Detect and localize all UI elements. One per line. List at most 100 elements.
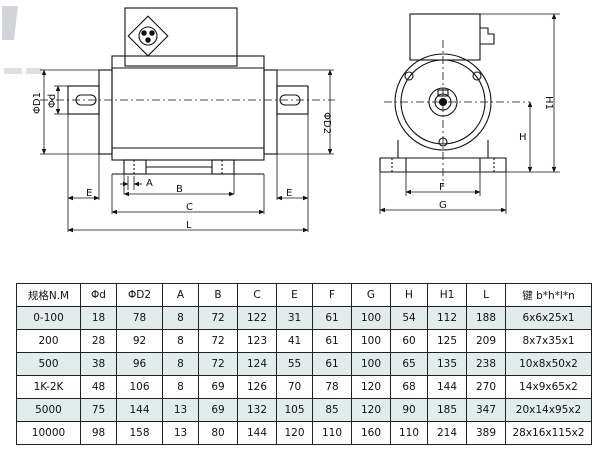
table-cell: 110 <box>312 421 352 445</box>
table-cell: 61 <box>312 352 352 376</box>
label-phi-d: Φd <box>47 94 58 108</box>
table-cell: 144 <box>237 421 277 445</box>
table-cell: 6x6x25x1 <box>505 306 592 330</box>
table-cell: 144 <box>116 398 163 422</box>
table-cell: 61 <box>312 306 352 330</box>
table-cell: 126 <box>237 375 277 399</box>
table-cell: 347 <box>466 398 506 422</box>
technical-drawing: ΦD1 Φd ΦD2 A B E E C L <box>2 6 560 233</box>
table-cell: Φd <box>80 283 117 307</box>
table-cell: 5000 <box>16 398 81 422</box>
table-cell: 100 <box>351 329 391 353</box>
front-view <box>40 7 335 175</box>
bolt-hole <box>404 71 414 81</box>
table-cell: 80 <box>198 421 238 445</box>
table-cell: 69 <box>198 375 238 399</box>
table-cell: 48 <box>80 375 117 399</box>
table-cell: 120 <box>276 421 313 445</box>
flange-left <box>98 69 113 155</box>
side-connector-box <box>409 13 481 61</box>
table-cell: 120 <box>351 398 391 422</box>
table-cell: 规格N.M <box>16 283 81 307</box>
table-cell: 8 <box>162 306 199 330</box>
table-cell: 135 <box>427 352 467 376</box>
table-cell: 106 <box>116 375 163 399</box>
table-cell: 72 <box>198 329 238 353</box>
table-cell: C <box>237 283 277 307</box>
label-b: B <box>176 184 183 195</box>
table-cell: 13 <box>162 421 199 445</box>
table-cell: A <box>162 283 199 307</box>
table-cell: 38 <box>80 352 117 376</box>
connector-box <box>124 7 238 67</box>
foot-right <box>211 159 235 175</box>
label-f: F <box>439 182 445 193</box>
table-cell: E <box>276 283 313 307</box>
table-cell: F <box>312 283 352 307</box>
table-cell: 1K-2K <box>16 375 81 399</box>
label-e-left: E <box>86 188 92 199</box>
table-cell: 238 <box>466 352 506 376</box>
table-cell: 8x7x35x1 <box>505 329 592 353</box>
table-cell: 8 <box>162 375 199 399</box>
table-cell: 122 <box>237 306 277 330</box>
table-cell: 54 <box>390 306 428 330</box>
foot-left <box>123 159 147 175</box>
table-cell: 41 <box>276 329 313 353</box>
table-cell: 100 <box>351 352 391 376</box>
table-cell: 270 <box>466 375 506 399</box>
label-g: G <box>439 200 447 211</box>
table-cell: 185 <box>427 398 467 422</box>
label-phi-d1: ΦD1 <box>32 92 43 114</box>
watermark-logo <box>2 6 42 74</box>
table-cell: 158 <box>116 421 163 445</box>
table-cell: H1 <box>427 283 467 307</box>
side-view <box>379 13 530 186</box>
table-cell: 90 <box>390 398 428 422</box>
table-cell: 65 <box>390 352 428 376</box>
table-cell: 75 <box>80 398 117 422</box>
table-cell: 10000 <box>16 421 81 445</box>
table-cell: 68 <box>390 375 428 399</box>
table-cell: 55 <box>276 352 313 376</box>
table-cell: 200 <box>16 329 81 353</box>
table-cell: 160 <box>351 421 391 445</box>
table-cell: 8 <box>162 329 199 353</box>
bolt-hole <box>472 71 482 81</box>
table-cell: 20x14x95x2 <box>505 398 592 422</box>
table-cell: 389 <box>466 421 506 445</box>
table-cell: 214 <box>427 421 467 445</box>
table-cell: 125 <box>427 329 467 353</box>
table-cell: 18 <box>80 306 117 330</box>
housing-body <box>111 55 265 161</box>
table-cell: 124 <box>237 352 277 376</box>
table-cell: G <box>351 283 391 307</box>
table-cell: 60 <box>390 329 428 353</box>
table-cell: 键 b*h*l*n <box>505 283 592 307</box>
flange-right <box>263 69 278 155</box>
label-phi-d2: ΦD2 <box>321 112 332 134</box>
table-cell: 92 <box>116 329 163 353</box>
table-cell: 105 <box>276 398 313 422</box>
table-cell: 100 <box>351 306 391 330</box>
table-cell: 13 <box>162 398 199 422</box>
table-cell: ΦD2 <box>116 283 163 307</box>
table-cell: 209 <box>466 329 506 353</box>
table-cell: 28x16x115x2 <box>505 421 592 445</box>
table-cell: 78 <box>116 306 163 330</box>
table-cell: B <box>198 283 238 307</box>
table-cell: 72 <box>198 306 238 330</box>
side-labels: H1 H F G <box>439 96 554 211</box>
table-cell: 28 <box>80 329 117 353</box>
label-e-right: E <box>286 188 292 199</box>
table-cell: 10x8x50x2 <box>505 352 592 376</box>
table-cell: 132 <box>237 398 277 422</box>
table-cell: 72 <box>198 352 238 376</box>
